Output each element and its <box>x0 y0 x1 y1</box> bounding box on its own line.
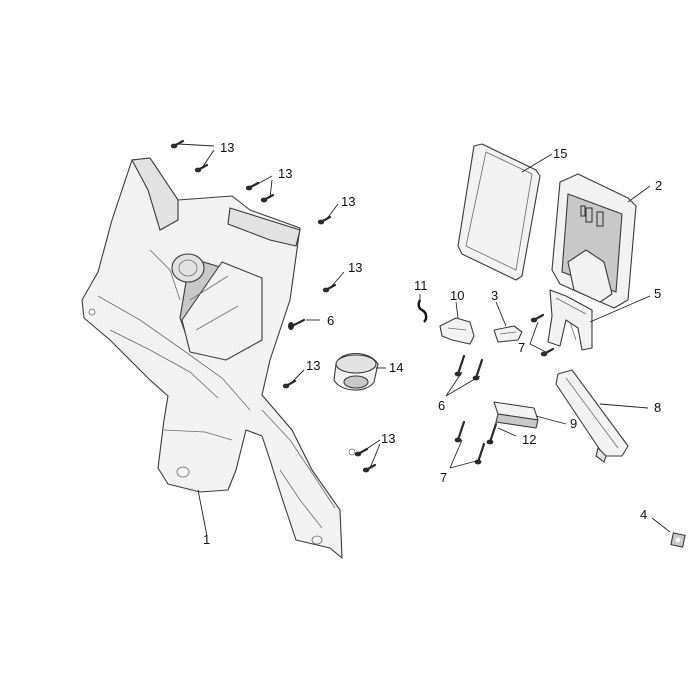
part-4-nut <box>651 517 686 548</box>
callout-14: 14 <box>389 360 403 375</box>
callout-7-upper: 7 <box>518 340 525 355</box>
callout-7-lower: 7 <box>440 470 447 485</box>
callout-13-d: 13 <box>348 260 362 275</box>
callout-10: 10 <box>450 288 464 303</box>
screw-12 <box>485 422 517 446</box>
callout-4: 4 <box>640 507 647 522</box>
callout-13-a: 13 <box>220 140 234 155</box>
screw-6-left <box>288 318 320 330</box>
part-10-clip <box>439 301 475 345</box>
callout-15: 15 <box>553 146 567 161</box>
callout-labels: 1 2 3 4 5 6 6 7 7 8 9 10 11 12 13 13 13 … <box>203 140 662 547</box>
callout-13-f: 13 <box>381 431 395 446</box>
part-9-small-plate <box>493 401 567 429</box>
part-3-small-clip <box>493 301 523 343</box>
callout-1: 1 <box>203 532 210 547</box>
part-8-cover-plate <box>555 369 649 463</box>
callout-2: 2 <box>655 178 662 193</box>
screws-13 <box>169 139 381 474</box>
callout-6-left: 6 <box>327 313 334 328</box>
callout-3: 3 <box>491 288 498 303</box>
callout-12: 12 <box>522 432 536 447</box>
callout-13-b: 13 <box>278 166 292 181</box>
part-2-cover-frame <box>551 173 651 309</box>
part-11-spring-hook <box>417 294 428 323</box>
callout-13-e: 13 <box>306 358 320 373</box>
callout-8: 8 <box>654 400 661 415</box>
part-5-bracket <box>547 289 651 351</box>
part-1-inner-shield <box>81 157 356 559</box>
screws-7 <box>449 313 555 469</box>
part-14-knob <box>333 352 386 391</box>
callout-6-right: 6 <box>438 398 445 413</box>
callout-13-c: 13 <box>341 194 355 209</box>
callout-9: 9 <box>570 416 577 431</box>
part-15-lens-panel <box>457 143 553 281</box>
callout-5: 5 <box>654 286 661 301</box>
screws-6-right <box>445 354 484 397</box>
callout-11: 11 <box>414 278 428 293</box>
